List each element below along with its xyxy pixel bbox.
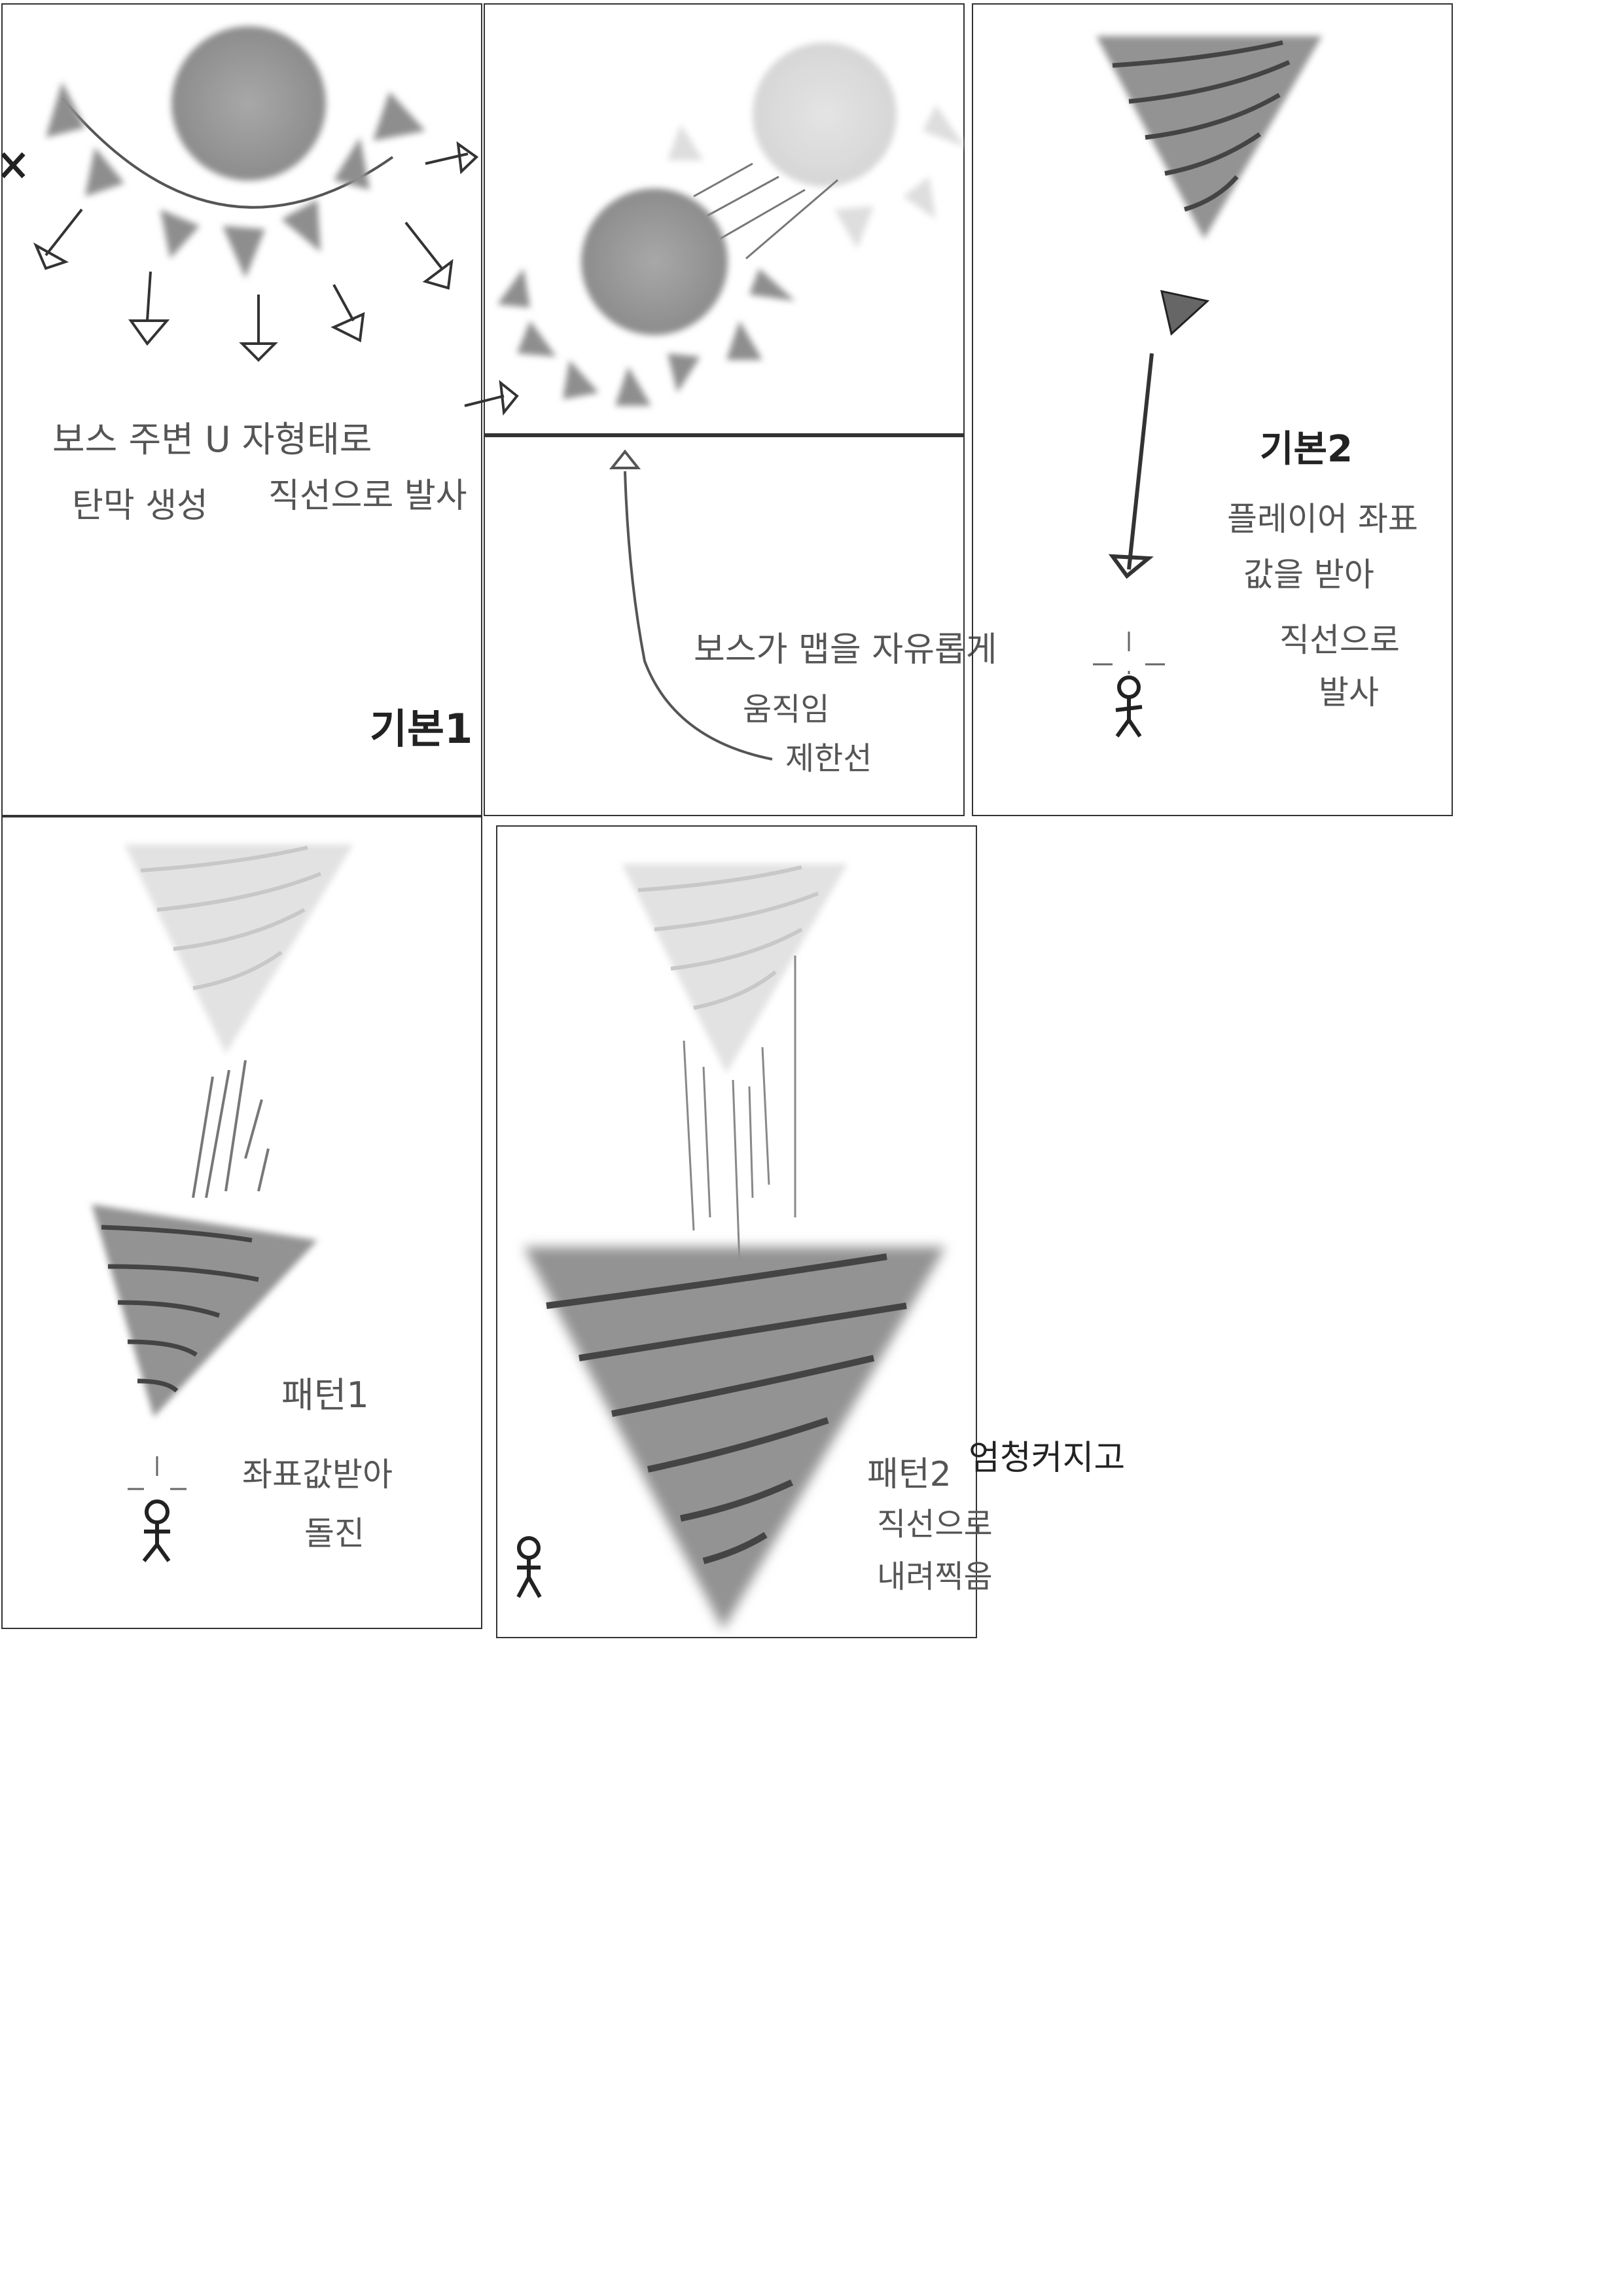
ghost-cone-stripes bbox=[140, 846, 322, 990]
close-icon bbox=[1, 152, 26, 179]
panel-note: 플레이어 좌표 bbox=[1227, 500, 1418, 538]
panel-note: 탄막 생성 bbox=[72, 486, 208, 526]
aimed-bullet-path bbox=[1108, 353, 1154, 579]
panel-note: 내려찍음 bbox=[877, 1558, 993, 1595]
bullet-arrows bbox=[33, 141, 479, 362]
ghost-cone-stripes bbox=[637, 865, 819, 1010]
panel-pattern2: 패턴2 엄청커지고 직선으로 내려찍음 bbox=[496, 825, 1125, 1638]
panel-pattern1: 패턴1 좌표값받아 돌진 bbox=[1, 816, 482, 1629]
panel-frame bbox=[972, 3, 1453, 816]
limit-arrow bbox=[609, 449, 773, 761]
panel-note: 돌진 bbox=[304, 1515, 365, 1552]
cone-stripes bbox=[101, 1225, 259, 1393]
panel-basic2: 기본2 플레이어 좌표 값을 받아 직선으로 발사 bbox=[972, 3, 1453, 816]
boss-ghost-orb bbox=[753, 43, 897, 187]
player-figure bbox=[142, 1499, 171, 1562]
u-curve-guide bbox=[61, 97, 394, 209]
panel-note: 보스 주변 U 자형태로 bbox=[52, 419, 372, 460]
bullet-ring bbox=[497, 268, 795, 406]
movement-arrow bbox=[464, 380, 519, 416]
motion-lines bbox=[693, 162, 838, 260]
panel-note: 발사 bbox=[1319, 673, 1379, 711]
cone-stripes bbox=[546, 1253, 907, 1564]
panel-movement: 보스가 맵을 자유롭게 움직임 제한선 bbox=[464, 3, 997, 816]
ghost-bullets bbox=[668, 105, 965, 249]
boss-cone bbox=[1096, 36, 1322, 239]
boss-ghost-cone bbox=[622, 864, 847, 1073]
panel-note: 엄청커지고 bbox=[969, 1439, 1125, 1478]
giant-boss-cone bbox=[524, 1247, 946, 1630]
panel-note: 값을 받아 bbox=[1243, 556, 1374, 594]
panel-note: 직선으로 bbox=[1279, 621, 1400, 659]
player-figure bbox=[1115, 675, 1143, 738]
panel-note: 움직임 bbox=[743, 691, 829, 728]
panel-frame bbox=[484, 3, 965, 816]
target-crosshair bbox=[128, 1456, 187, 1490]
panel-title: 패턴1 bbox=[281, 1374, 369, 1416]
panel-note: 직선으로 bbox=[877, 1506, 993, 1543]
motion-lines bbox=[192, 1060, 270, 1198]
panel-note: 좌표값받아 bbox=[242, 1456, 393, 1494]
boss-orb bbox=[171, 26, 326, 181]
panel-note: 직선으로 발사 bbox=[268, 476, 467, 516]
player-figure bbox=[516, 1536, 542, 1598]
panel-title: 기본2 bbox=[1260, 428, 1353, 471]
panel-title: 패턴2 bbox=[867, 1455, 952, 1494]
panel-note: 보스가 맵을 자유롭게 bbox=[694, 630, 997, 670]
target-crosshair bbox=[1093, 632, 1165, 674]
boss-ghost-cone bbox=[124, 844, 353, 1054]
panel-frame bbox=[1, 3, 482, 816]
panel-frame bbox=[1, 816, 482, 1629]
panel-basic1: 보스 주변 U 자형태로 탄막 생성 직선으로 발사 기본1 bbox=[1, 3, 482, 816]
boss-orb bbox=[581, 188, 728, 335]
panel-frame bbox=[496, 825, 977, 1638]
bullet-ring bbox=[46, 82, 425, 278]
motion-lines bbox=[683, 956, 796, 1264]
panel-title: 기본1 bbox=[370, 705, 473, 753]
aimed-bullet bbox=[1160, 290, 1210, 336]
panel-note: 제한선 bbox=[785, 740, 872, 777]
cone-stripes bbox=[1112, 40, 1291, 212]
